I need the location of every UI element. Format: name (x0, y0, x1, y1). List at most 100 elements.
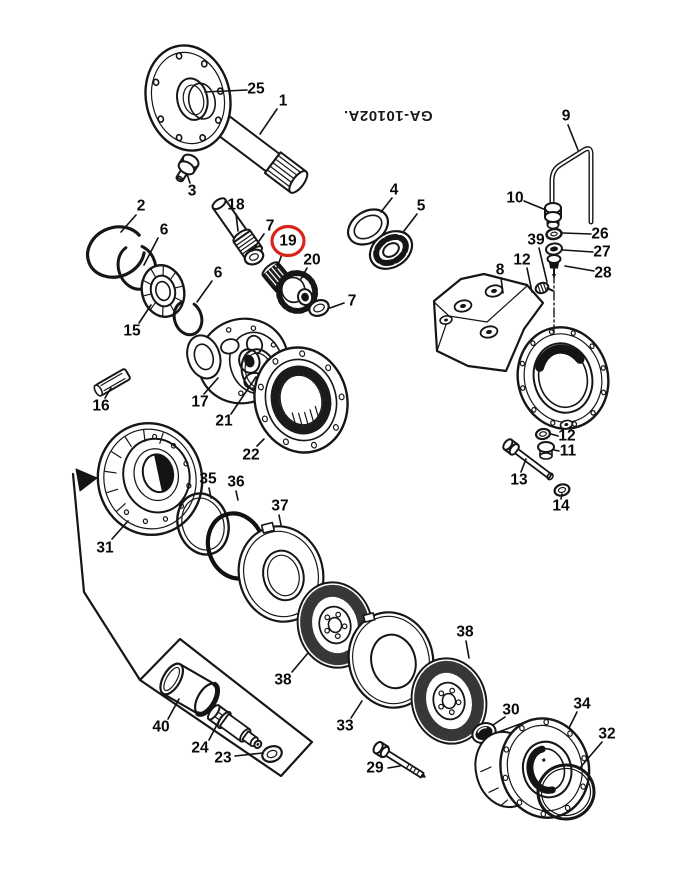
leader-line-11 (553, 449, 560, 452)
leader-line-5 (403, 213, 418, 232)
callout-31: 31 (96, 540, 114, 557)
part-grommet-27 (545, 242, 563, 256)
leader-line-14 (560, 493, 563, 500)
part-ring-gear-22 (253, 346, 349, 454)
leader-line-16 (104, 387, 112, 399)
leader-line-12 (550, 433, 559, 437)
leader-line-39 (538, 247, 548, 283)
leader-line-13 (520, 458, 527, 473)
part-seal-4 (346, 208, 390, 246)
callout-18: 18 (227, 197, 245, 214)
leader-line-40 (167, 698, 180, 720)
part-washer-7a (243, 248, 265, 266)
leader-line-4 (380, 197, 393, 213)
callout-6: 6 (214, 265, 223, 282)
leader-line-33 (350, 700, 363, 719)
callout-leader-lines (104, 89, 603, 770)
callout-11: 11 (560, 443, 577, 460)
callout-29: 29 (366, 760, 384, 777)
callout-24: 24 (191, 740, 209, 757)
leader-line-20 (300, 267, 308, 280)
leader-line-12 (526, 267, 533, 293)
part-bolt-13 (502, 438, 554, 481)
leader-line-30 (492, 716, 506, 726)
leader-line-32 (578, 741, 603, 770)
arrow-pointer (75, 468, 98, 492)
leader-line-28 (564, 265, 595, 272)
callout-16: 16 (92, 398, 110, 415)
part-bearing-15 (140, 264, 186, 318)
callout-28: 28 (594, 265, 612, 282)
leader-line-31 (111, 520, 129, 540)
part-bolt-29 (372, 741, 427, 779)
part-snap-ring-2 (85, 225, 147, 279)
leader-line-17 (203, 377, 219, 395)
leader-line-7 (251, 233, 265, 252)
callout-8: 8 (496, 262, 505, 279)
callout-13: 13 (510, 472, 528, 489)
callout-38: 38 (274, 672, 292, 689)
callout-2: 2 (137, 198, 146, 215)
part-bolt-3 (175, 153, 200, 183)
callout-22: 22 (242, 447, 259, 464)
callout-37: 37 (271, 498, 288, 515)
callout-7: 7 (266, 218, 275, 235)
highlight-circle (270, 224, 306, 258)
callout-12: 12 (558, 428, 575, 445)
part-washer-23 (261, 745, 283, 763)
callout-30: 30 (502, 702, 519, 719)
callout-25: 25 (247, 81, 265, 98)
subassembly-bracket (71, 468, 314, 778)
part-pin-16 (93, 368, 131, 397)
callout-7: 7 (348, 293, 357, 310)
part-gear-20 (275, 270, 319, 314)
part-axle-housing (432, 272, 610, 430)
callout-17: 17 (191, 394, 208, 411)
leader-line-8 (500, 277, 504, 294)
leader-line-25 (204, 89, 248, 93)
part-nut-11 (537, 441, 555, 460)
leader-line-10 (523, 200, 547, 211)
part-washer-14 (553, 483, 571, 497)
leader-line-1 (259, 108, 278, 135)
leader-line-3 (186, 173, 191, 184)
callout-5: 5 (417, 198, 426, 215)
callout-34: 34 (573, 696, 591, 713)
leader-line-34 (568, 711, 578, 729)
leader-line-38 (291, 652, 309, 673)
part-piston-37 (237, 521, 325, 623)
callout-14: 14 (552, 498, 570, 515)
leader-line-24 (208, 716, 222, 741)
leader-line-6 (143, 237, 159, 266)
callout-36: 36 (227, 474, 245, 491)
callout-3: 3 (188, 183, 197, 200)
leader-line-29 (387, 765, 401, 769)
leader-line-22 (256, 438, 265, 447)
part-drum-31 (96, 421, 204, 537)
leader-line-6 (196, 280, 213, 303)
part-tube-9 (549, 146, 594, 225)
leader-line-35 (208, 487, 212, 499)
callout-39: 39 (527, 232, 545, 249)
callout-33: 33 (336, 718, 354, 735)
leader-line-36 (235, 490, 239, 501)
part-bearing-5 (368, 230, 414, 270)
callout-40: 40 (152, 719, 169, 736)
part-washer-7b (308, 299, 330, 317)
drawing-number-watermark: GA-10102A. (343, 107, 432, 124)
leader-line-2 (120, 214, 137, 233)
part-friction-disc-38b (410, 657, 488, 745)
callout-38: 38 (456, 624, 474, 641)
leader-line-21 (230, 376, 257, 415)
leader-line-27 (562, 249, 594, 253)
leader-line-9 (567, 124, 579, 151)
part-flanged-axle-shaft (144, 44, 309, 194)
part-oring-12b (534, 427, 552, 441)
callout-4: 4 (390, 182, 399, 199)
leader-line-7 (329, 302, 345, 309)
part-hub-34 (474, 717, 591, 819)
callout-35: 35 (199, 471, 217, 488)
part-oring-32 (536, 763, 596, 821)
part-ring-26 (545, 227, 563, 241)
